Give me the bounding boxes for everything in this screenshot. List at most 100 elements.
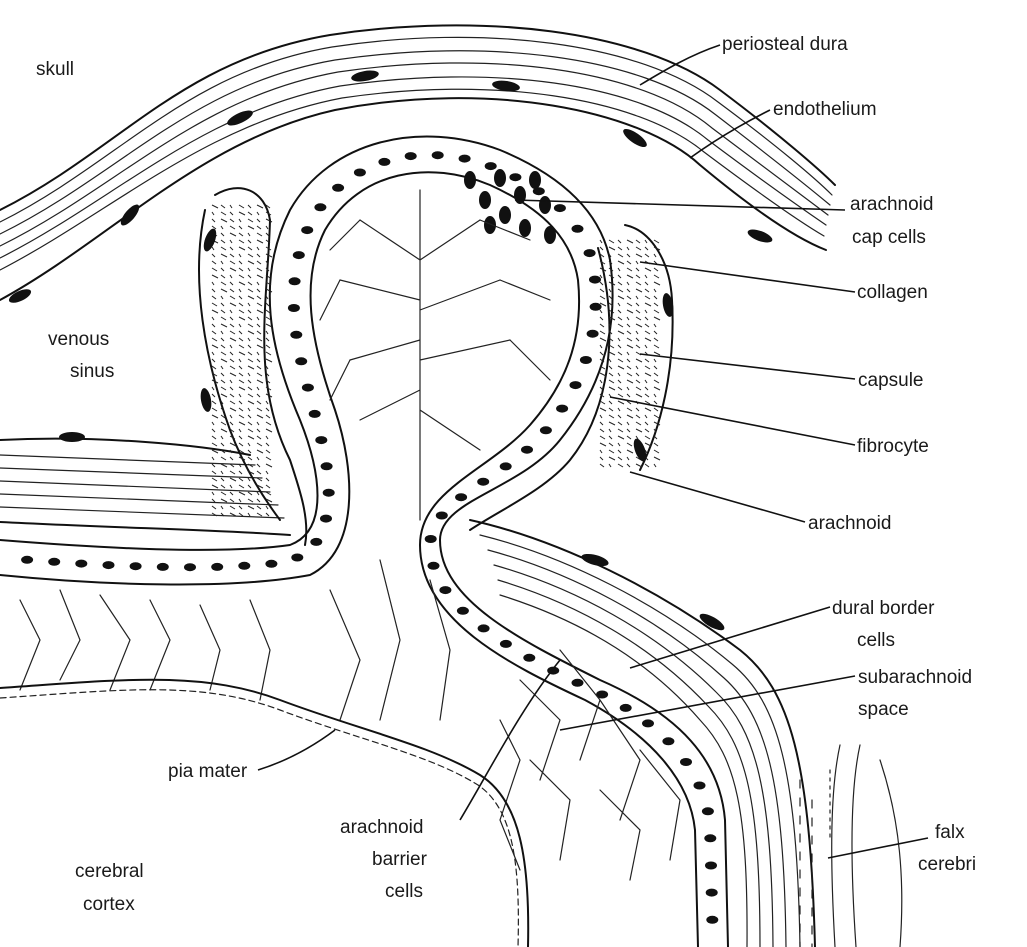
collagen-fiber	[257, 436, 261, 439]
collagen-fiber	[248, 415, 251, 418]
collagen-fiber	[654, 415, 659, 418]
collagen-fiber	[239, 422, 245, 425]
collagen-fiber	[248, 310, 251, 313]
collagen-fiber	[230, 338, 236, 341]
collagen-fiber	[600, 429, 604, 432]
collagen-fiber	[654, 359, 656, 362]
collagen-fiber	[230, 233, 236, 236]
membrane-nucleus	[432, 151, 444, 159]
collagen-fiber	[248, 289, 253, 292]
collagen-fiber	[257, 261, 261, 264]
membrane-nucleus	[457, 607, 469, 615]
collagen-fiber	[266, 429, 272, 432]
collagen-fiber	[266, 457, 271, 460]
collagen-fiber	[257, 513, 262, 516]
collagen-fiber	[248, 513, 250, 516]
collagen-fiber	[618, 289, 623, 292]
collagen-fiber	[645, 324, 649, 327]
membrane-nucleus	[485, 162, 497, 170]
membrane-nucleus	[332, 184, 344, 192]
collagen-fiber	[248, 499, 253, 502]
collagen-fiber	[609, 436, 612, 439]
membrane-nucleus	[554, 204, 566, 212]
collagen-fiber	[654, 254, 656, 257]
collagen-fiber	[212, 492, 214, 495]
label-subarachnoid-space-1: subarachnoid	[858, 667, 972, 688]
collagen-fiber	[248, 338, 250, 341]
collagen-fiber	[609, 415, 614, 418]
collagen-fiber	[600, 275, 602, 278]
collagen-fiber	[239, 317, 245, 320]
collagen-fiber	[248, 506, 254, 509]
collagen-fiber	[257, 303, 262, 306]
collagen-fiber	[627, 450, 633, 453]
membrane-nucleus	[354, 169, 366, 177]
collagen-fiber	[212, 415, 218, 418]
collagen-fiber	[257, 345, 263, 348]
collagen-fiber	[627, 373, 632, 376]
collagen-fiber	[239, 478, 243, 481]
collagen-fiber	[627, 275, 633, 278]
collagen-fiber	[257, 387, 259, 390]
membrane-nucleus	[589, 276, 601, 284]
collagen-fiber	[645, 275, 647, 278]
collagen-fiber	[609, 352, 615, 355]
membrane-nucleus	[620, 704, 632, 712]
membrane-nucleus	[459, 155, 471, 163]
collagen-fiber	[645, 254, 649, 257]
collagen-fiber	[248, 366, 254, 369]
collagen-fiber	[636, 359, 642, 362]
collagen-fiber	[609, 373, 613, 376]
collagen-fiber	[248, 303, 250, 306]
collagen-fiber	[239, 296, 242, 299]
collagen-fiber	[257, 450, 263, 453]
collagen-fiber	[212, 359, 215, 362]
collagen-fiber	[212, 422, 214, 425]
collagen-fiber	[266, 338, 269, 341]
collagen-fiber	[600, 415, 602, 418]
collagen-fiber	[221, 275, 225, 278]
collagen-fiber	[257, 429, 260, 432]
collagen-fiber	[600, 408, 606, 411]
collagen-fiber	[654, 464, 656, 467]
collagen-fiber	[627, 310, 633, 313]
collagen-fiber	[266, 359, 272, 362]
collagen-fiber	[618, 457, 622, 460]
collagen-fiber	[600, 436, 605, 439]
collagen-fiber	[230, 275, 232, 278]
collagen-fiber	[627, 268, 632, 271]
collagen-fiber	[248, 401, 254, 404]
collagen-fiber	[257, 212, 259, 215]
collagen-fiber	[248, 450, 251, 453]
collagen-fiber	[618, 296, 624, 299]
collagen-fiber	[239, 254, 241, 257]
collagen-fiber	[627, 296, 631, 299]
collagen-fiber	[221, 205, 225, 208]
collagen-fiber	[239, 310, 244, 313]
collagen-fiber	[636, 289, 642, 292]
collagen-fiber	[645, 408, 651, 411]
collagen-fiber	[266, 485, 270, 488]
collagen-fiber	[627, 282, 629, 285]
collagen-fiber	[654, 338, 658, 341]
collagen-fiber	[257, 324, 260, 327]
membrane-nucleus	[705, 862, 717, 870]
membrane-nucleus	[706, 916, 718, 924]
collagen-fiber	[239, 338, 243, 341]
collagen-fiber	[239, 513, 243, 516]
collagen-fiber	[257, 254, 260, 257]
collagen-fiber	[239, 499, 241, 502]
collagen-fiber	[645, 331, 650, 334]
label-pia-mater: pia mater	[168, 761, 248, 782]
collagen-fiber	[627, 331, 631, 334]
label-venous-sinus-1: venous	[48, 329, 109, 350]
collagen-fiber	[248, 282, 252, 285]
collagen-fiber	[248, 345, 251, 348]
membrane-nucleus	[509, 173, 521, 181]
membrane-nucleus	[680, 758, 692, 766]
membrane-nucleus	[662, 737, 674, 745]
collagen-fiber	[239, 352, 245, 355]
collagen-fiber	[609, 422, 615, 425]
collagen-fiber	[609, 401, 612, 404]
membrane-nucleus	[706, 889, 718, 897]
